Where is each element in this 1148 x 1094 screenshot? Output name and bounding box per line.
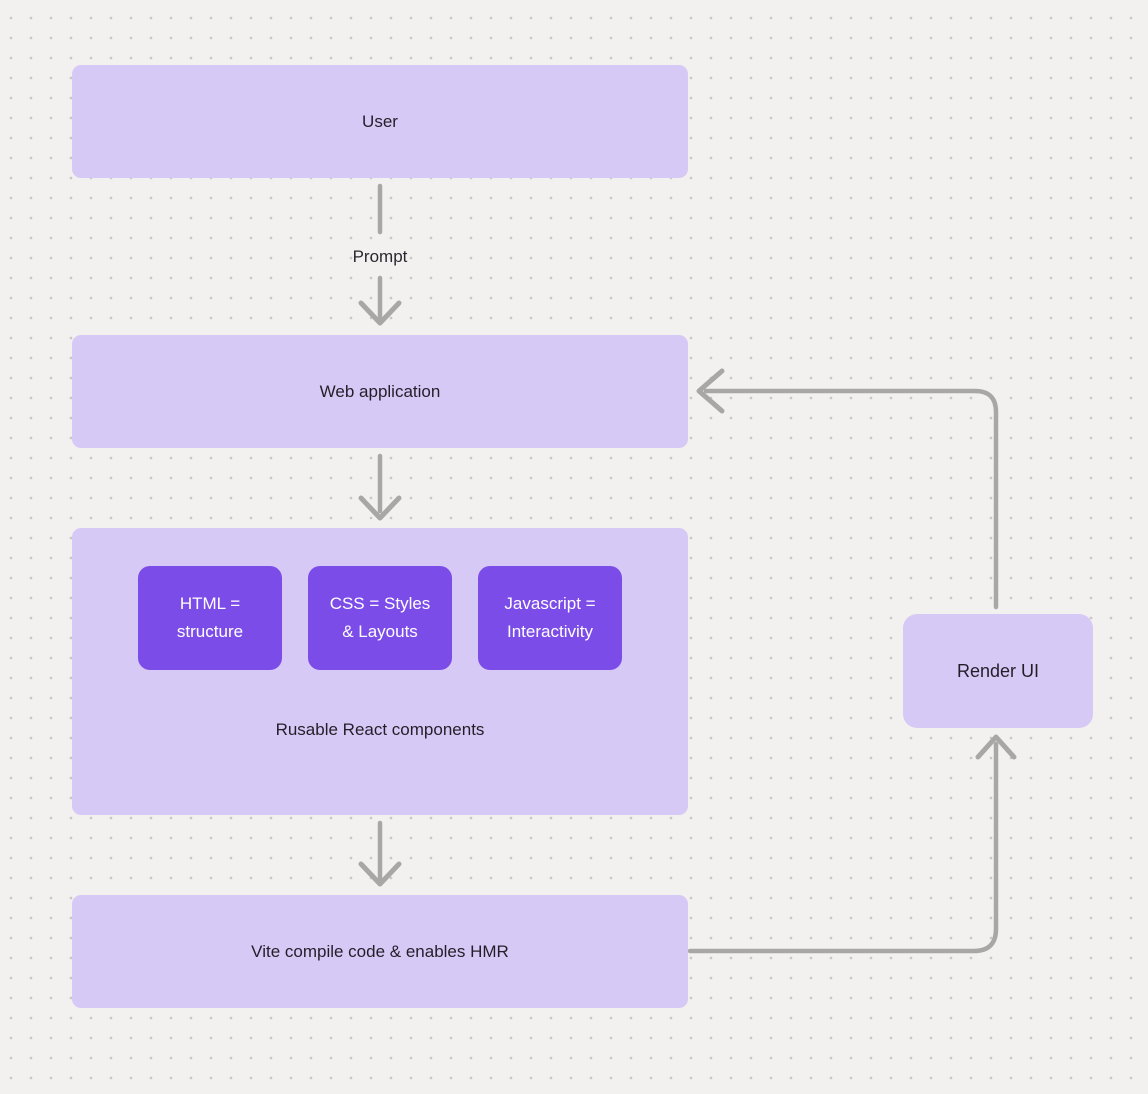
node-web-application: Web application — [72, 335, 688, 448]
node-javascript-chip: Javascript = Interactivity — [478, 566, 622, 670]
node-css-chip: CSS = Styles & Layouts — [308, 566, 452, 670]
node-css-chip-line1: CSS = Styles — [329, 594, 431, 613]
node-render-ui: Render UI — [903, 614, 1093, 728]
edge-label-prompt: Prompt — [352, 247, 408, 266]
node-html-chip: HTML = structure — [138, 566, 282, 670]
node-javascript-chip-line1: Javascript = — [504, 594, 596, 613]
arrowhead-up-icon — [975, 734, 1017, 760]
node-web-application-label: Web application — [319, 381, 441, 401]
node-components-group: HTML = structure CSS = Styles & Layouts … — [72, 528, 688, 815]
arrowhead-left-icon — [696, 368, 725, 414]
node-user-label: User — [362, 111, 398, 131]
arrowhead-down-icon — [358, 495, 402, 521]
arrowhead-down-icon — [358, 861, 402, 887]
node-render-ui-label: Render UI — [956, 660, 1040, 681]
edge-vite-to-render-line — [687, 741, 999, 954]
edge-render-to-webapp-line — [703, 388, 999, 610]
node-javascript-chip-line2: Interactivity — [507, 622, 593, 641]
node-css-chip-line2: & Layouts — [342, 622, 418, 641]
node-html-chip-line2: structure — [176, 622, 244, 641]
node-vite-label: Vite compile code & enables HMR — [251, 941, 509, 961]
components-group-caption: Rusable React components — [275, 720, 485, 739]
node-vite: Vite compile code & enables HMR — [72, 895, 688, 1008]
node-html-chip-line1: HTML = — [179, 594, 241, 613]
node-user: User — [72, 65, 688, 178]
arrowhead-down-icon — [358, 300, 402, 326]
